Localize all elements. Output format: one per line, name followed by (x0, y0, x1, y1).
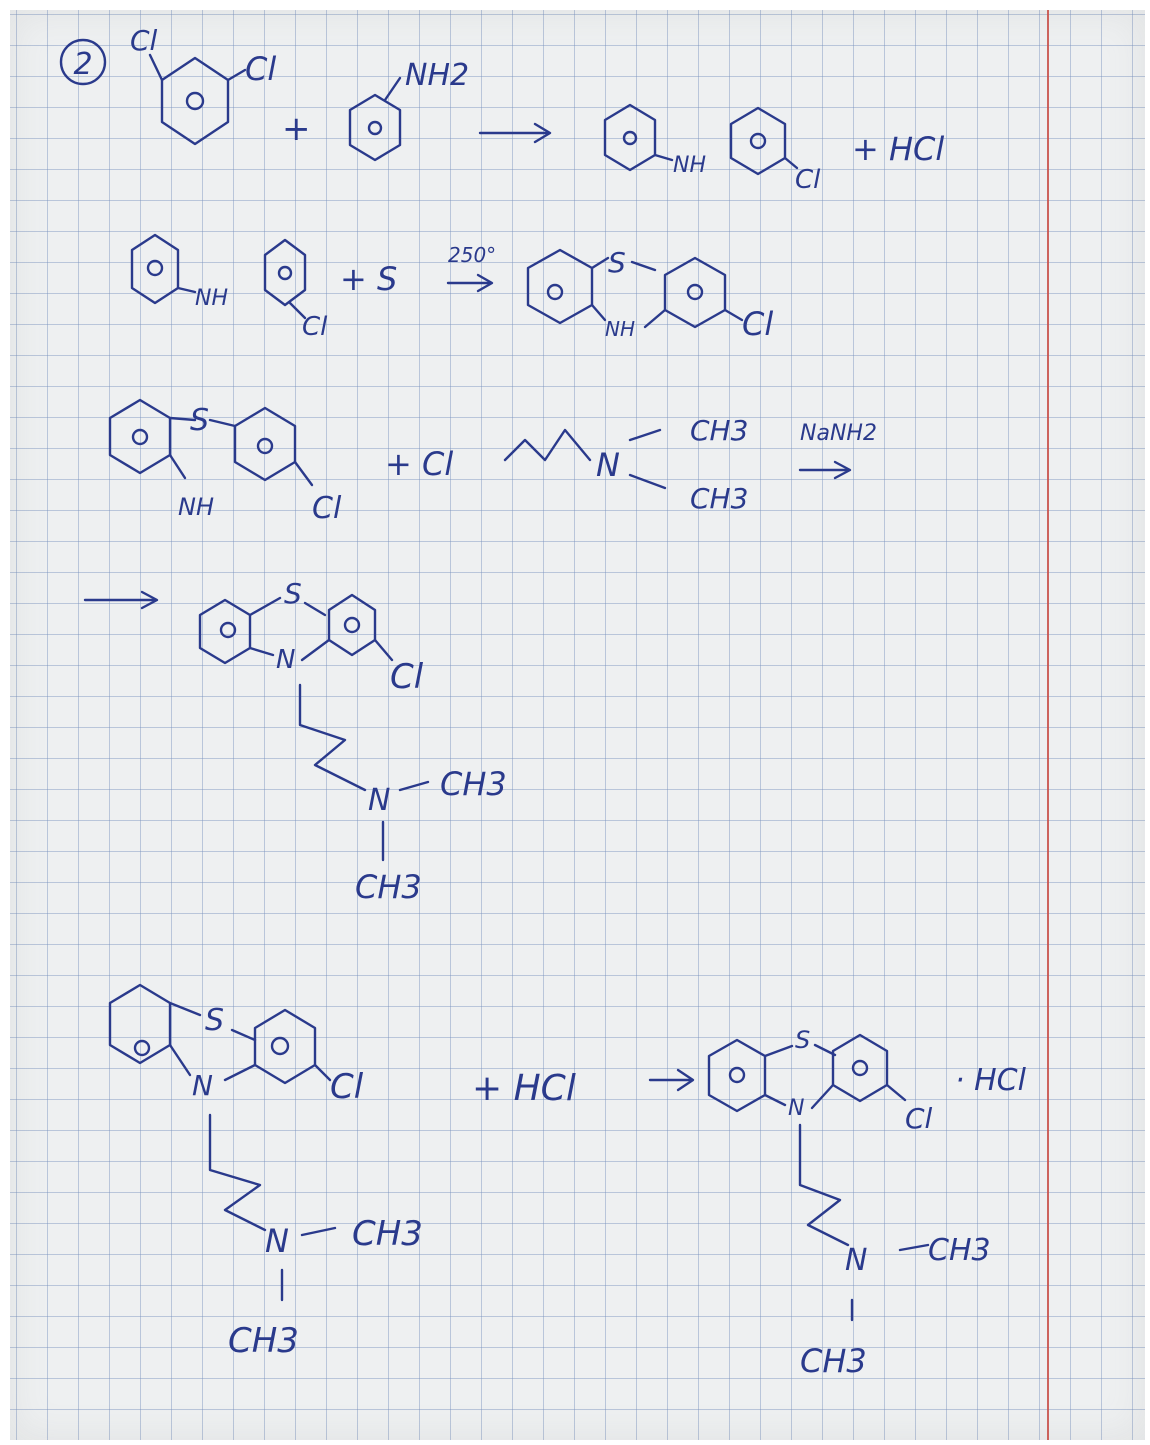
handwritten-label: NH (605, 317, 635, 341)
hydrochloric-acid-reagent: + HCl (472, 1068, 576, 1109)
chlorodiphenylamine-structure-2: NH Cl (130, 233, 328, 342)
handwritten-label: NH (673, 153, 706, 178)
handwritten-label: 2 (73, 47, 92, 82)
handwritten-label: NH2 (405, 58, 469, 93)
plus-sign: + (282, 109, 311, 149)
handwritten-label: Cl (302, 312, 328, 342)
handwritten-label: Cl (245, 50, 276, 88)
handwritten-label: CH3 (440, 765, 507, 803)
handwritten-label: Cl (742, 305, 773, 343)
handwritten-label: CH3 (352, 1214, 423, 1254)
handwritten-label: S (608, 246, 626, 279)
handwritten-label: CH3 (690, 414, 748, 447)
handwritten-label: CH3 (690, 482, 748, 515)
chlorpromazine-structure: S N Cl N CH3 CH3 (198, 577, 507, 906)
margin-line (1047, 10, 1049, 1440)
graph-paper (10, 10, 1145, 1440)
handwritten-label: NH (195, 286, 228, 311)
aniline-structure: NH2 (348, 58, 469, 162)
temperature-condition: 250° (448, 243, 496, 267)
handwritten-label: N (596, 446, 620, 484)
chlorodiphenylamine-structure: NH Cl (603, 103, 821, 195)
handwritten-label: Cl (312, 491, 342, 526)
handwritten-label: Cl (130, 24, 158, 57)
handwritten-label: CH3 (800, 1342, 867, 1380)
handwritten-label: NH (178, 493, 214, 521)
chloroalkylamine-reagent: + Cl (385, 445, 453, 483)
handwritten-label: N (192, 1069, 213, 1102)
chlorpromazine-reactant-structure: S N Cl N CH3 CH3 (108, 983, 423, 1361)
handwritten-label: Cl (905, 1102, 933, 1135)
handwritten-label: N (845, 1243, 867, 1278)
handwritten-label: Cl (795, 165, 821, 195)
handwritten-label: CH3 (228, 1321, 299, 1361)
handwritten-label: N (265, 1222, 289, 1260)
handwritten-label: S (795, 1026, 810, 1054)
handwritten-label: S (190, 403, 209, 438)
handwritten-label: Cl (330, 1067, 364, 1107)
handwritten-label: S (284, 577, 302, 610)
sodium-amide-condition: NaNH2 (800, 421, 877, 446)
handwritten-label: S (205, 1003, 224, 1038)
handwritten-label: N (368, 783, 390, 818)
problem-number: 2 (59, 38, 107, 86)
handwritten-label: N (276, 645, 295, 675)
chlorophenothiazine-structure: S NH Cl (526, 246, 773, 343)
handwritten-label: CH3 (355, 868, 422, 906)
handwritten-label: Cl (390, 657, 424, 697)
hydrochloride-salt: · HCl (955, 1063, 1027, 1098)
chlorpromazine-hydrochloride-structure: S N Cl · HCl N CH3 CH3 (707, 1026, 1027, 1380)
chlorophenothiazine-structure-2: S NH Cl (108, 398, 342, 526)
sulfur-reagent: + S (340, 260, 397, 298)
handwritten-label: N (788, 1096, 804, 1121)
dichlorobenzene-structure: Cl Cl (130, 24, 276, 146)
handwritten-label: CH3 (928, 1233, 991, 1268)
hcl-byproduct: + HCl (852, 130, 944, 168)
